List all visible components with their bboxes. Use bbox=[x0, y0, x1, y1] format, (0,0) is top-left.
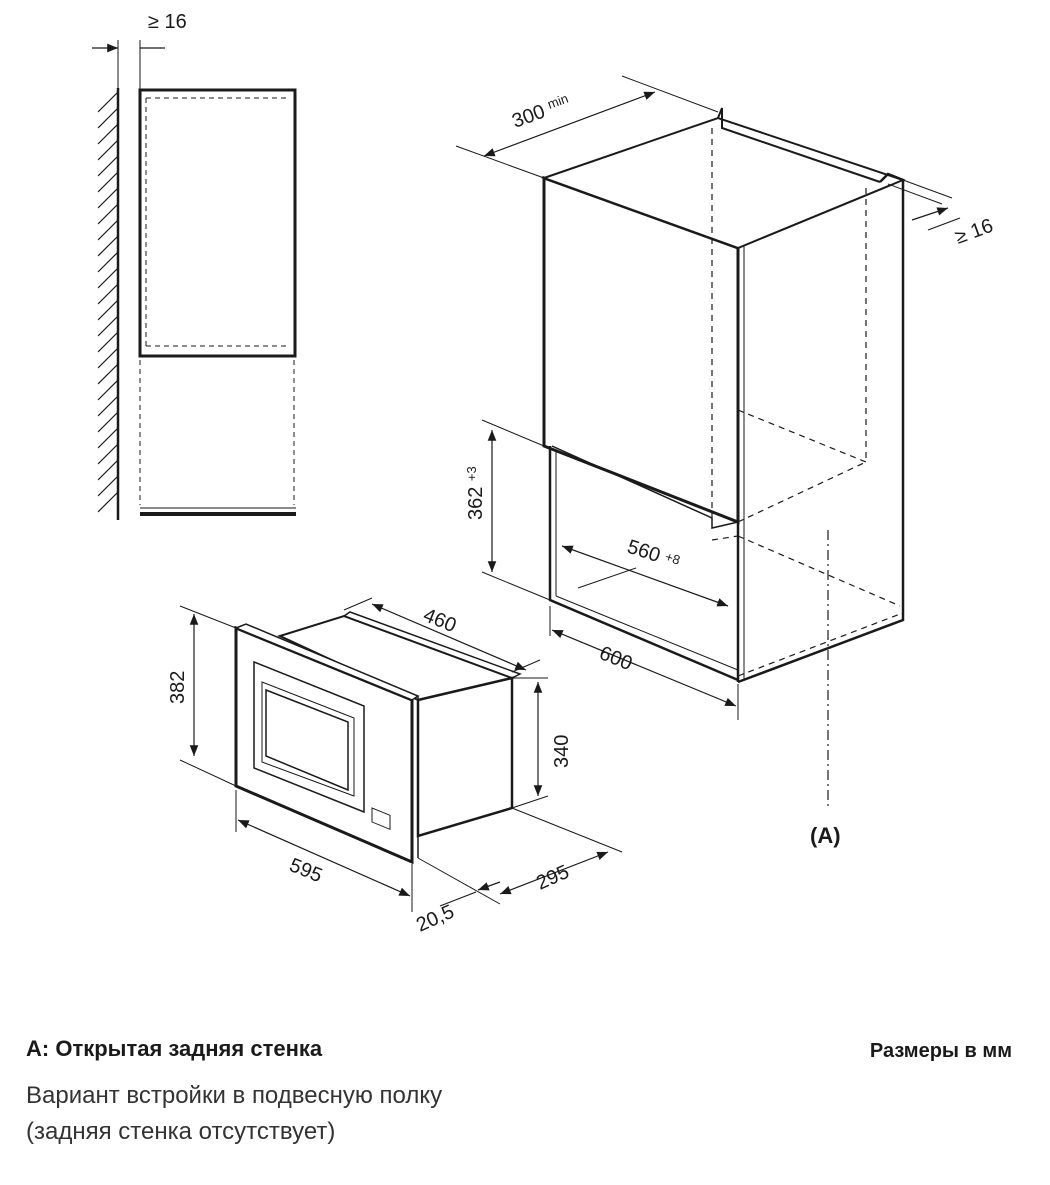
microwave-view bbox=[179, 597, 623, 912]
microwave-body-side bbox=[416, 676, 514, 838]
niche-height-label: 362 +3 bbox=[464, 466, 487, 520]
cabinet-width-dimension-line bbox=[551, 629, 737, 707]
body-depth-dimension-line bbox=[499, 851, 609, 895]
description-line-1: Вариант встройки в подвесную полку bbox=[26, 1082, 443, 1109]
cabinet-view bbox=[455, 75, 961, 808]
legend-description: Вариант встройки в подвесную полку (задн… bbox=[26, 1078, 442, 1150]
body-depth-label: 295 bbox=[533, 861, 572, 895]
depth-min-dimension-line bbox=[483, 91, 656, 157]
frame-width-label: 595 bbox=[286, 854, 325, 887]
wall-gap-label: ≥ 16 bbox=[148, 11, 187, 33]
microwave-door bbox=[253, 660, 365, 814]
side-gap-label: ≥ 16 bbox=[952, 215, 996, 249]
frame-thickness-dimension-line bbox=[439, 891, 477, 907]
legend-caption: A: Открытая задняя стенка bbox=[26, 1036, 323, 1061]
units-note: Размеры в мм bbox=[869, 1040, 1012, 1062]
callout-label: (A) bbox=[810, 823, 841, 848]
niche-width-label: 560 +8 bbox=[624, 536, 682, 574]
cabinet-width-label: 600 bbox=[596, 642, 635, 675]
oven-depth-label: 460 bbox=[420, 604, 459, 637]
frame-width-dimension-line bbox=[237, 819, 411, 897]
side-hidden-lines bbox=[139, 97, 295, 505]
oven-depth-dimension-line bbox=[371, 603, 527, 671]
body-height-label: 340 bbox=[551, 735, 573, 768]
frame-height-label: 382 bbox=[167, 671, 189, 704]
side-cabinet-outline bbox=[138, 88, 297, 358]
wall-hatch bbox=[97, 88, 120, 520]
side-view: ≥ 16 bbox=[92, 11, 297, 520]
side-gap-dimension-line bbox=[911, 207, 949, 221]
niche-width-dimension-line bbox=[561, 545, 729, 607]
microwave-window bbox=[265, 688, 349, 792]
cabinet-hidden-lines bbox=[711, 128, 901, 677]
installation-diagram: ≥ 16 bbox=[92, 11, 996, 937]
description-line-2: (задняя стенка отсутствует) bbox=[26, 1118, 336, 1145]
frame-thickness-label: 20,5 bbox=[413, 901, 458, 937]
